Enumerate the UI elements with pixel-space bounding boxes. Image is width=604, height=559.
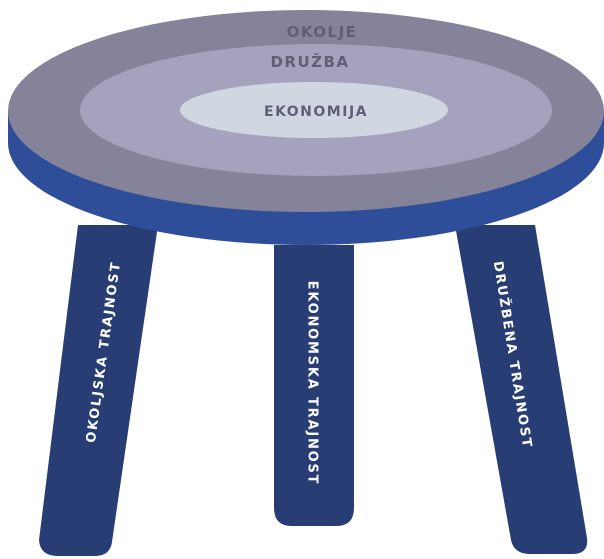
inner-ellipse-label: EKONOMIJA [264, 104, 368, 120]
center-leg-label: EKONOMSKA TRAJNOST [305, 281, 320, 486]
left-leg: OKOLJSKA TRAJNOST [39, 225, 158, 556]
center-leg: EKONOMSKA TRAJNOST [274, 245, 354, 526]
middle-ring-label: DRUŽBA [270, 52, 349, 71]
outer-ring-label: OKOLJE [287, 23, 358, 41]
left-leg-shape [39, 225, 158, 556]
center-leg-shape [274, 245, 354, 526]
right-leg: DRUŽBENA TRAJNOST [455, 225, 588, 554]
right-leg-shape [455, 225, 588, 554]
seat-inner-ellipse [180, 82, 448, 138]
